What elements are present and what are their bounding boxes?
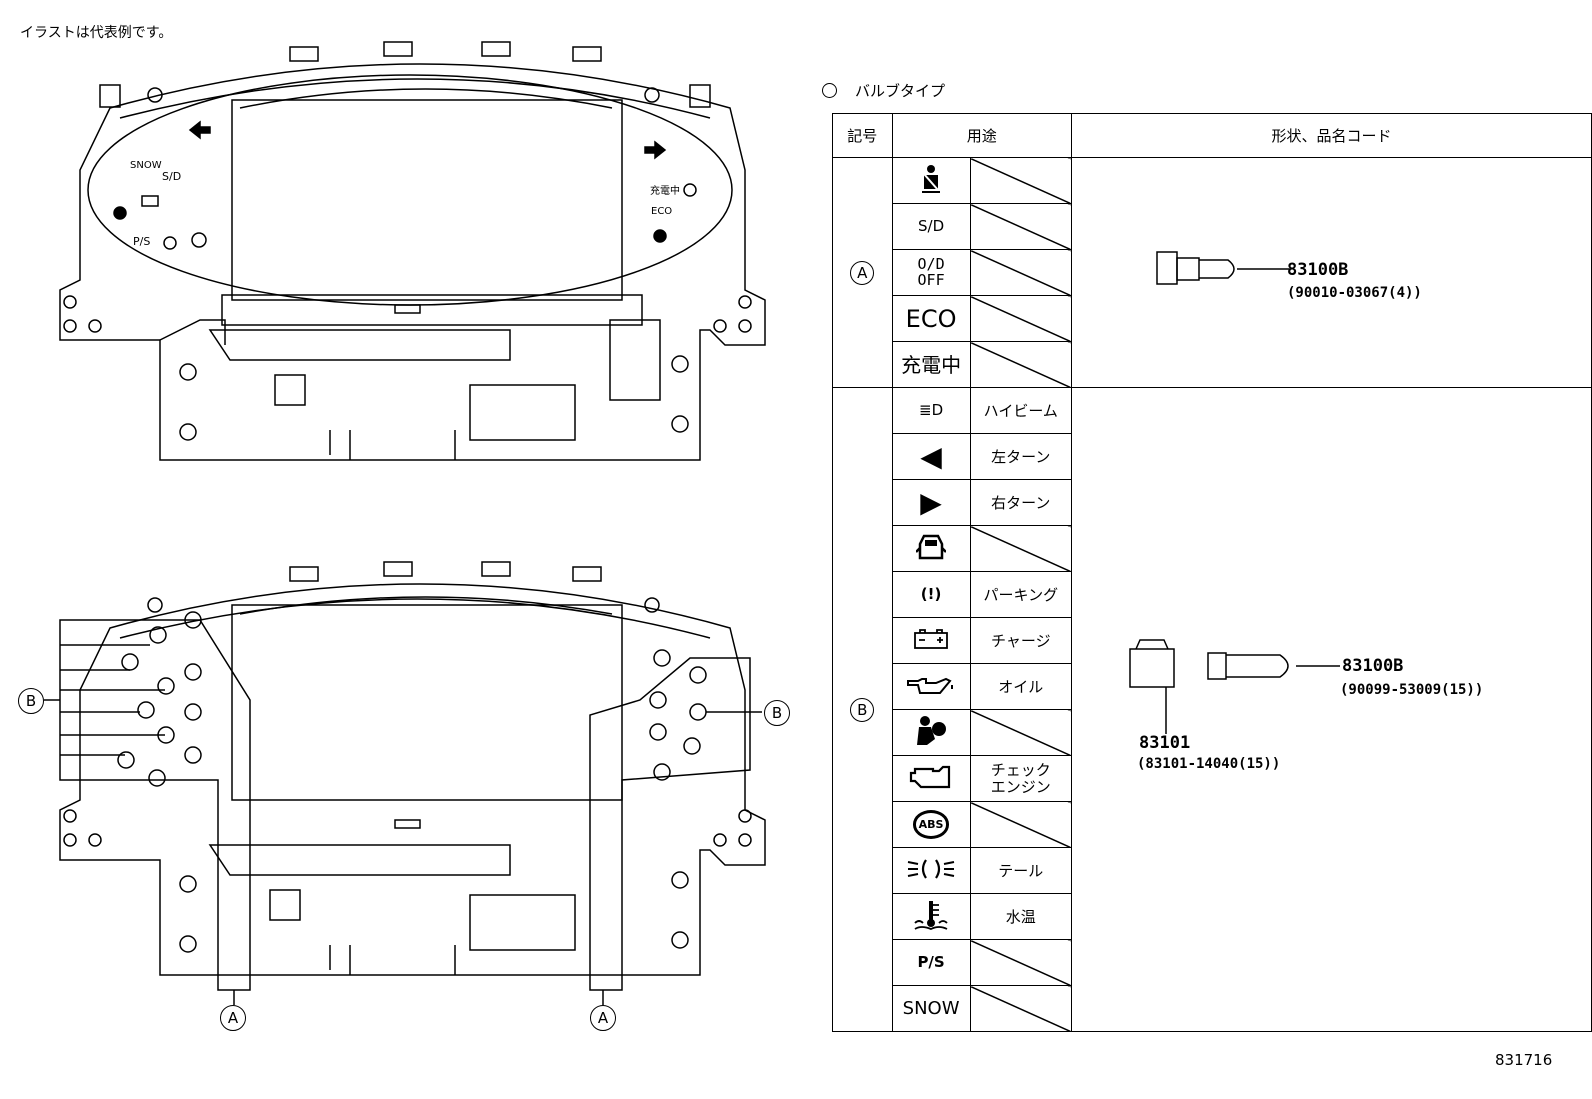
use-cell-empty: [969, 341, 1072, 388]
eco-icon: ECO: [891, 295, 971, 342]
use-cell: パーキング: [969, 571, 1072, 618]
check-engine-icon: [891, 755, 971, 802]
panel-label-snow: SNOW: [130, 160, 162, 171]
table-row: ABS: [833, 801, 1592, 848]
bulb-type-table: 記号 用途 形状、品名コード A S/D O/D OFF ECO 充電中 B ≣…: [832, 113, 1592, 1032]
use-cell-empty: [969, 939, 1072, 986]
coolant-temp-icon: [891, 893, 971, 940]
charging-icon: 充電中: [891, 341, 971, 388]
group-a-part-sub: (90010-03067(4)): [1287, 285, 1422, 301]
table-caption: バルブタイプ: [822, 80, 945, 101]
seatbelt-icon: [891, 157, 971, 204]
callout-a-right: A: [590, 1005, 616, 1031]
table-row: ECO: [833, 295, 1592, 342]
table-row: ▶ 右ターン: [833, 479, 1592, 526]
right-turn-icon: ▶: [891, 479, 971, 526]
table-row: テール: [833, 847, 1592, 894]
circle-marker-icon: [822, 83, 837, 98]
use-cell: チェック エンジン: [969, 755, 1072, 802]
table-row: P/S: [833, 939, 1592, 986]
table-row: A: [832, 157, 1592, 388]
panel-label-sd: S/D: [162, 170, 182, 183]
table-row: O/D OFF: [833, 249, 1592, 296]
airbag-icon: [891, 709, 971, 756]
table-row: [833, 525, 1592, 572]
sd-icon: S/D: [891, 203, 971, 250]
table-row: (!) パーキング: [833, 571, 1592, 618]
left-turn-icon: ◀: [891, 433, 971, 480]
door-open-icon: [891, 525, 971, 572]
group-b-symbol: B: [832, 387, 893, 1032]
group-b-socket-sub: (83101-14040(15)): [1137, 756, 1281, 772]
use-cell: チャージ: [969, 617, 1072, 664]
group-a-symbol: A: [832, 157, 893, 388]
use-cell: 右ターン: [969, 479, 1072, 526]
use-cell: テール: [969, 847, 1072, 894]
table-row: オイル: [833, 663, 1592, 710]
use-cell-empty: [969, 203, 1072, 250]
callout-b-right: B: [764, 700, 790, 726]
table-row: B ≣D ハイビーム: [832, 387, 1592, 1032]
group-b-part-sub: (90099-53009(15)): [1340, 682, 1484, 698]
figure-number: 831716: [1495, 1051, 1553, 1069]
table-row: チャージ: [833, 617, 1592, 664]
battery-icon: [891, 617, 971, 664]
caption-text: バルブタイプ: [855, 82, 946, 100]
use-cell: オイル: [969, 663, 1072, 710]
table-row: SNOW: [833, 985, 1592, 1032]
bottom-meter-drawing: [44, 561, 766, 1005]
table-row: ◀ 左ターン: [833, 433, 1592, 480]
od-off-icon: O/D OFF: [891, 249, 971, 296]
table-row: [833, 709, 1592, 756]
top-meter-drawing: [59, 41, 766, 461]
group-b-part-code: 83100B: [1342, 656, 1404, 676]
header-use: 用途: [891, 113, 1072, 158]
header-symbol: 記号: [832, 113, 893, 158]
table-header-row: 記号 用途 形状、品名コード: [832, 113, 1592, 158]
panel-label-ps: P/S: [133, 235, 151, 248]
table-row: 水温: [833, 893, 1592, 940]
use-cell-empty: [969, 801, 1072, 848]
group-a-part-cell: [1070, 157, 1592, 388]
table-row: チェック エンジン: [833, 755, 1592, 802]
use-cell: ハイビーム: [969, 387, 1072, 434]
snow-icon: SNOW: [891, 985, 971, 1032]
abs-icon: ABS: [891, 801, 971, 848]
callout-b-left: B: [18, 688, 44, 714]
use-cell-empty: [969, 295, 1072, 342]
panel-label-charging: 充電中: [650, 186, 680, 197]
group-b-socket-code: 83101: [1139, 733, 1191, 753]
use-cell: 水温: [969, 893, 1072, 940]
use-cell-empty: [969, 157, 1072, 204]
high-beam-icon: ≣D: [891, 387, 971, 434]
group-a-part-code: 83100B: [1287, 260, 1349, 280]
group-b-part-cell: [1070, 387, 1592, 1032]
illustration-note: イラストは代表例です。: [20, 25, 173, 41]
callout-a-left: A: [220, 1005, 246, 1031]
parking-brake-icon: (!): [891, 571, 971, 618]
oil-icon: [891, 663, 971, 710]
use-cell-empty: [969, 709, 1072, 756]
tail-lamp-icon: [891, 847, 971, 894]
use-cell-empty: [969, 525, 1072, 572]
ps-icon: P/S: [891, 939, 971, 986]
use-cell-empty: [969, 985, 1072, 1032]
panel-label-eco: ECO: [651, 206, 673, 217]
header-part: 形状、品名コード: [1070, 113, 1592, 158]
use-cell-empty: [969, 249, 1072, 296]
use-cell: 左ターン: [969, 433, 1072, 480]
